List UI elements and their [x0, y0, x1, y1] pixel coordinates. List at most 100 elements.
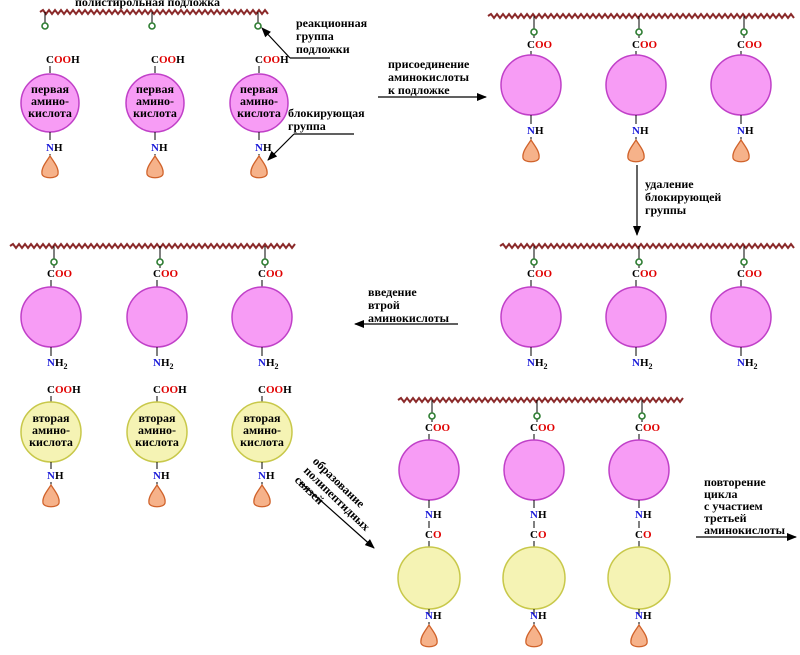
reactive-group-line-2: группа: [296, 29, 334, 43]
residue-label-line: вторая: [32, 411, 70, 425]
anchor-bead: [740, 28, 748, 36]
nh-group: NH: [527, 125, 544, 137]
blocking-group-drop: [525, 623, 543, 648]
second-intro-line-1: введение: [368, 285, 417, 299]
deblock-line-2: блокирующей: [645, 190, 721, 204]
anchor-panel-5: [428, 400, 436, 420]
first-residue-circle: [608, 439, 670, 501]
anchor-panel-1: [254, 12, 262, 30]
first-residue-circle: [398, 439, 460, 501]
nh2-group: NH2: [632, 357, 653, 371]
support-title: полистирольная подложка: [75, 0, 220, 9]
residue-label-line: кислота: [240, 435, 284, 449]
coo-group: COO: [737, 39, 763, 51]
residue-label-line: первая: [136, 82, 174, 96]
support-chain-panel-2: [487, 12, 795, 20]
anchor-bead: [41, 22, 49, 30]
anchor-bead: [50, 258, 58, 266]
anchor-panel-4: [261, 246, 269, 266]
anchor-bead: [638, 412, 646, 420]
nh-group: NH: [151, 142, 168, 154]
blocking-group-drop: [420, 623, 438, 648]
co-group: CO: [425, 529, 442, 541]
nh-group: NH: [46, 142, 63, 154]
repeat-line-5: аминокислоты: [704, 523, 786, 537]
deblock-step: удаление блокирующей группы: [633, 165, 721, 236]
nh-group: NH: [737, 125, 754, 137]
anchor-bead: [148, 22, 156, 30]
anchor-bead: [428, 412, 436, 420]
nh-group: NH: [425, 509, 442, 521]
reactive-group-line-1: реакционная: [296, 16, 368, 30]
anchor-panel-2: [635, 16, 643, 36]
blocking-group-drop: [250, 154, 268, 179]
blocking-group-drop: [522, 138, 540, 163]
first-residue-circle: [710, 54, 772, 116]
attach-line-2: аминокислоты: [388, 70, 470, 84]
blocking-group-drop: [732, 138, 750, 163]
first-residue-circle: [231, 286, 293, 348]
support-chain-panel-5: [397, 396, 684, 404]
cooh-group: COOH: [47, 384, 81, 396]
repeat-step: повторение цикла с участием третьей амин…: [696, 475, 797, 541]
cooh-group: COOH: [153, 384, 187, 396]
residue-label-line: кислота: [133, 106, 177, 120]
second-residue-circle: [502, 546, 566, 610]
coo-group: COO: [530, 422, 556, 434]
coo-group: COO: [632, 39, 658, 51]
residue-label-line: амино-: [243, 423, 281, 437]
repeat-line-3: с участием: [704, 499, 763, 513]
blocking-group-line-1: блокирующая: [288, 106, 365, 120]
anchor-panel-4: [50, 246, 58, 266]
attach-line-3: к подложке: [388, 83, 450, 97]
peptide-bond-step: образование полипептидных связей: [292, 454, 375, 549]
first-residue-circle: [503, 439, 565, 501]
anchor-panel-3: [635, 246, 643, 266]
second-intro-line-2: втрой: [368, 298, 400, 312]
support-chain-panel-3: [499, 242, 795, 250]
coo-group: COO: [632, 268, 658, 280]
nh-group: NH: [635, 509, 652, 521]
cooh-group: COOH: [151, 54, 185, 66]
nh2-group: NH2: [258, 357, 279, 371]
attach-step: присоединение аминокислоты к подложке: [378, 57, 487, 101]
anchor-bead: [740, 258, 748, 266]
attach-line-1: присоединение: [388, 57, 470, 71]
first-residue-circle: [126, 286, 188, 348]
residue-label-line: амино-: [136, 94, 174, 108]
blocking-group-drop: [41, 154, 59, 179]
residue-label-line: кислота: [29, 435, 73, 449]
nh2-group: NH2: [527, 357, 548, 371]
nh2-group: NH2: [737, 357, 758, 371]
anchor-bead: [530, 28, 538, 36]
repeat-line-1: повторение: [704, 475, 766, 489]
anchor-panel-1: [41, 12, 49, 30]
blocking-group-drop: [253, 483, 271, 508]
residue-label-line: кислота: [28, 106, 72, 120]
first-residue-circle: [605, 286, 667, 348]
coo-group: COO: [635, 422, 661, 434]
reactive-group-label: реакционная группа подложки: [261, 16, 368, 59]
attached-first-amino-acid-unit: COO NH: [710, 35, 772, 163]
first-residue-circle: [605, 54, 667, 116]
nh-group: NH: [153, 470, 170, 482]
reactive-group-arrow-tip: [261, 27, 291, 59]
nh-group: NH: [258, 470, 275, 482]
co-group: CO: [530, 529, 547, 541]
cooh-group: COOH: [258, 384, 292, 396]
blocking-group-drop: [630, 623, 648, 648]
anchor-panel-4: [156, 246, 164, 266]
reactive-group-line-3: подложки: [296, 42, 350, 56]
coo-group: COO: [258, 268, 284, 280]
residue-label-line: амино-: [240, 94, 278, 108]
